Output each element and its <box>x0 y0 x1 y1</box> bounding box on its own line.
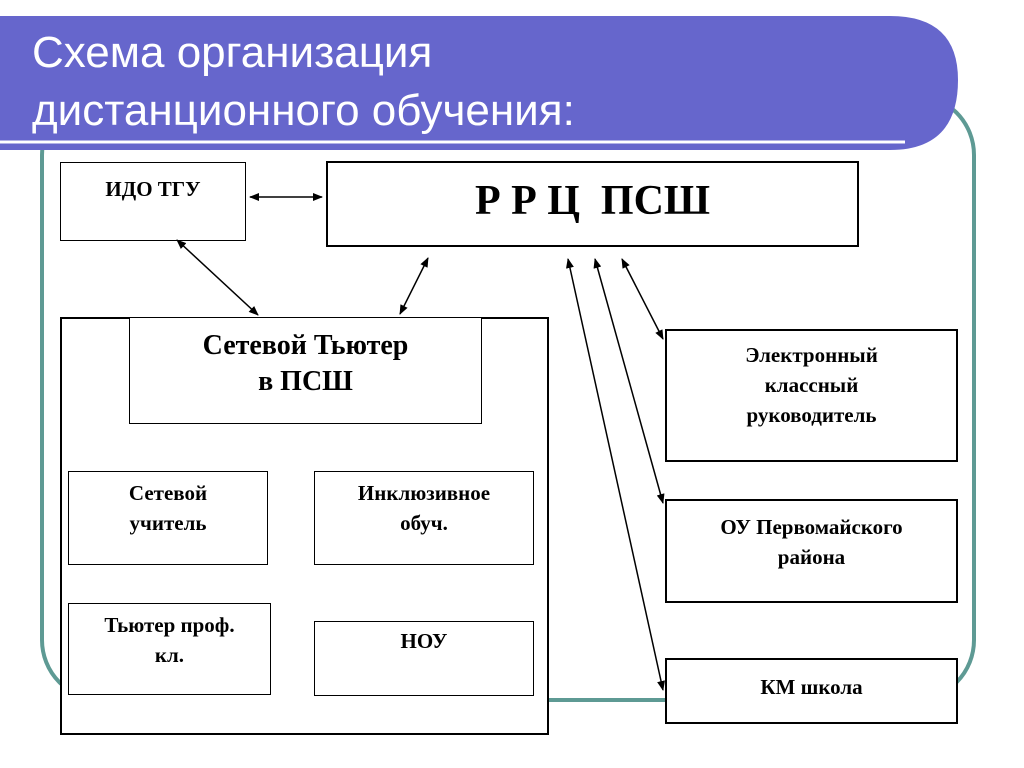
title-band <box>0 16 958 150</box>
network-tutor-line-2: в ПСШ <box>258 366 353 397</box>
title-line-1: Схема организация <box>32 28 433 77</box>
network-teacher-line-2: учитель <box>129 511 207 535</box>
network-teacher-line-1: Сетевой <box>128 481 208 505</box>
rrc-psh-label: Р Р Ц ПСШ <box>474 178 711 224</box>
ido-tgu-box: ИДО ТГУ <box>60 162 246 241</box>
ou-district-box: ОУ Первомайского района <box>665 499 958 603</box>
title-line-2: дистанционного обучения: <box>32 86 575 135</box>
inclusive-line-2: обуч. <box>400 511 448 535</box>
rrc-psh-box: Р Р Ц ПСШ <box>326 161 859 247</box>
tutor-prof-box: Тьютер проф. кл. <box>68 603 271 695</box>
inclusive-education-box: Инклюзивное обуч. <box>314 471 534 565</box>
electronic-teacher-line-1: Электронный <box>745 343 878 367</box>
electronic-teacher-line-2: классный <box>764 373 859 397</box>
inclusive-line-1: Инклюзивное <box>357 481 491 505</box>
tutor-prof-line-1: Тьютер проф. <box>104 613 235 637</box>
km-school-label: КМ школа <box>760 675 863 699</box>
ou-district-line-1: ОУ Первомайского <box>720 515 903 539</box>
slide-title: Схема организация дистанционного обучени… <box>32 24 575 140</box>
km-school-box: КМ школа <box>665 658 958 724</box>
network-tutor-line-1: Сетевой Тьютер <box>202 330 409 361</box>
ou-district-line-2: района <box>777 545 846 569</box>
nou-box: НОУ <box>314 621 534 696</box>
tutor-prof-line-2: кл. <box>154 643 185 667</box>
electronic-teacher-line-3: руководитель <box>746 403 877 427</box>
network-tutor-box: Сетевой Тьютер в ПСШ <box>129 317 482 424</box>
network-teacher-box: Сетевой учитель <box>68 471 268 565</box>
electronic-teacher-box: Электронный классный руководитель <box>665 329 958 462</box>
ido-tgu-label: ИДО ТГУ <box>105 177 201 201</box>
nou-label: НОУ <box>400 629 448 653</box>
